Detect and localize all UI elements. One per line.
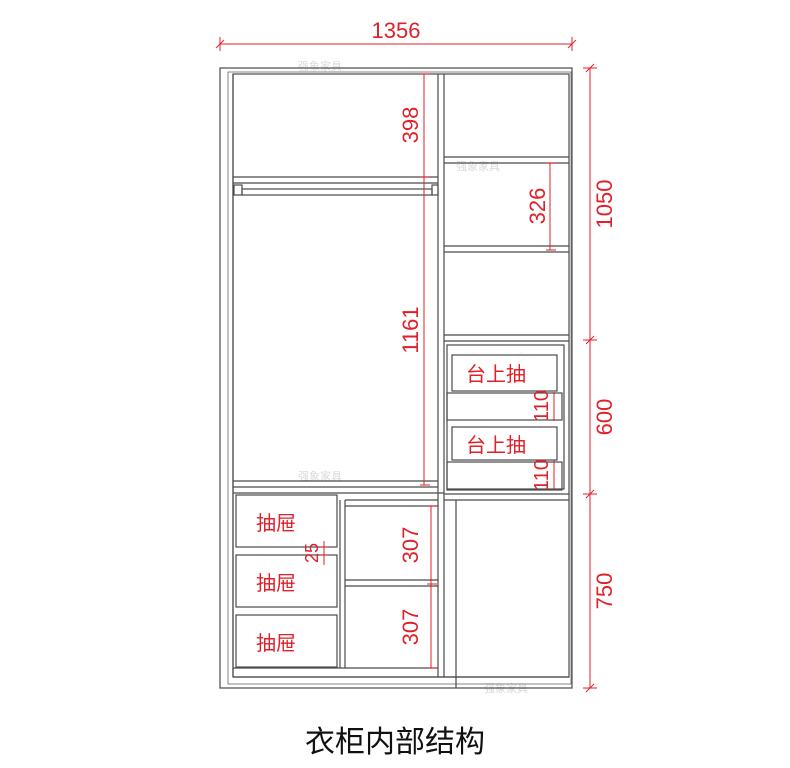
dim-right-upper-total: 1050 [592,180,617,229]
watermark-2: 强象家具 [456,159,500,173]
drawer-labels: 抽屉 抽屉 抽屉 台上抽 台上抽 [256,362,526,655]
dim-right-upper-shelf: 326 [525,188,550,225]
dim-drawer-front-2: 110 [531,459,553,491]
drawer-3-label: 抽屉 [256,631,296,655]
drawer-3[interactable] [235,614,338,668]
page-title: 衣柜内部结构 [305,725,485,760]
dimension-labels: 1356 398 1161 307 307 25 326 110 110 105… [302,18,617,645]
drawer-2-label: 抽屉 [256,571,296,595]
dim-overall-width: 1356 [372,18,421,43]
drawer-1[interactable] [235,494,338,548]
dim-left-top-shelf: 398 [398,107,423,144]
dim-shelf-b: 307 [398,609,423,646]
drawer-2[interactable] [235,554,338,608]
top-drawer-2-body [451,426,558,461]
dim-right-lower-total: 750 [592,573,617,610]
top-drawer-1-label: 台上抽 [466,362,526,386]
top-drawer-1-body [451,354,558,392]
hanging-rod [241,188,433,196]
top-drawer-2-label: 台上抽 [466,433,526,457]
watermark-1: 强象家具 [298,59,342,73]
watermark-3: 强象家具 [298,469,342,483]
dim-drawer-gap: 25 [302,543,322,563]
dim-shelf-a: 307 [398,527,423,564]
top-drawer-1-front[interactable] [446,392,563,421]
dim-hanging-space: 1161 [398,306,423,353]
drawer-1-label: 抽屉 [256,511,296,535]
dim-right-middle-total: 600 [592,399,617,436]
back-frame [227,71,572,685]
cabinet-structure [219,67,573,689]
dim-drawer-front-1: 110 [531,390,553,422]
top-drawer-2-front[interactable] [446,461,563,491]
dimension-lines [215,37,597,693]
outer-frame [219,67,573,689]
